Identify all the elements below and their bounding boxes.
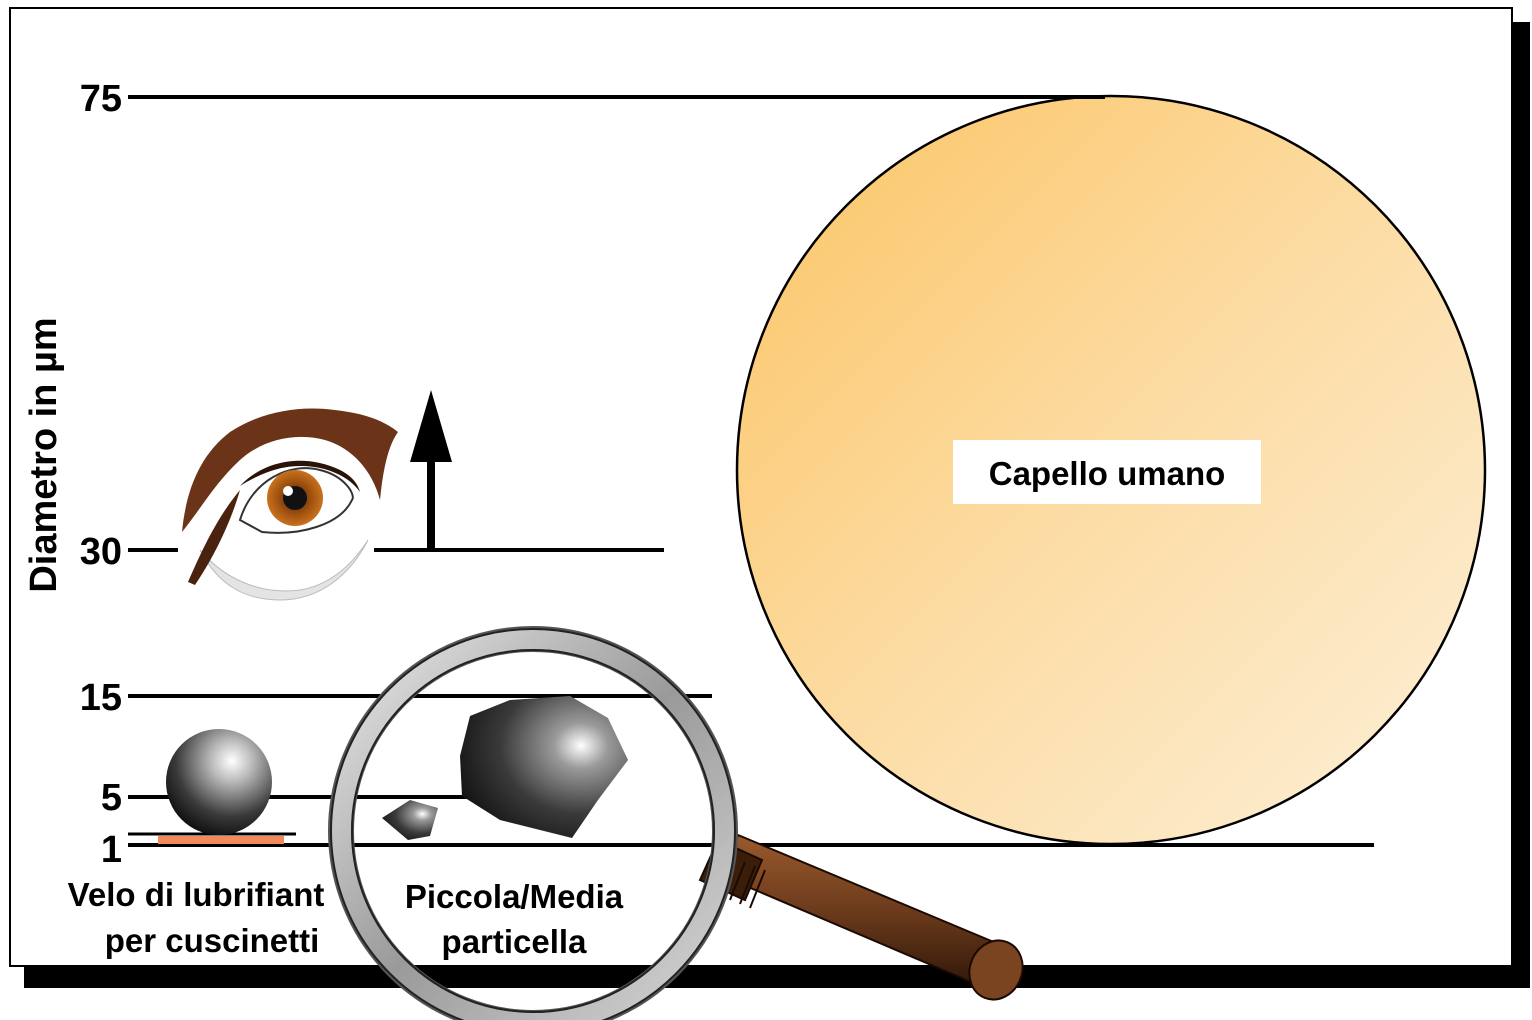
particle-caption-line2: particella [442, 923, 588, 960]
tick-label-15: 15 [80, 677, 122, 719]
tick-label-1: 1 [101, 829, 122, 871]
axis-label: Diametro in µm [23, 317, 65, 592]
tick-label-75: 75 [80, 78, 122, 120]
particle-caption-line1: Piccola/Media [405, 878, 624, 915]
lubricant-caption-line1: Velo di lubrifiant [68, 876, 325, 913]
hair-label: Capello umano [989, 455, 1226, 492]
lubricant-film [158, 836, 284, 844]
tick-label-30: 30 [80, 531, 122, 573]
lubricant-caption-line2: per cuscinetti [105, 922, 320, 959]
tick-label-5: 5 [101, 777, 122, 819]
